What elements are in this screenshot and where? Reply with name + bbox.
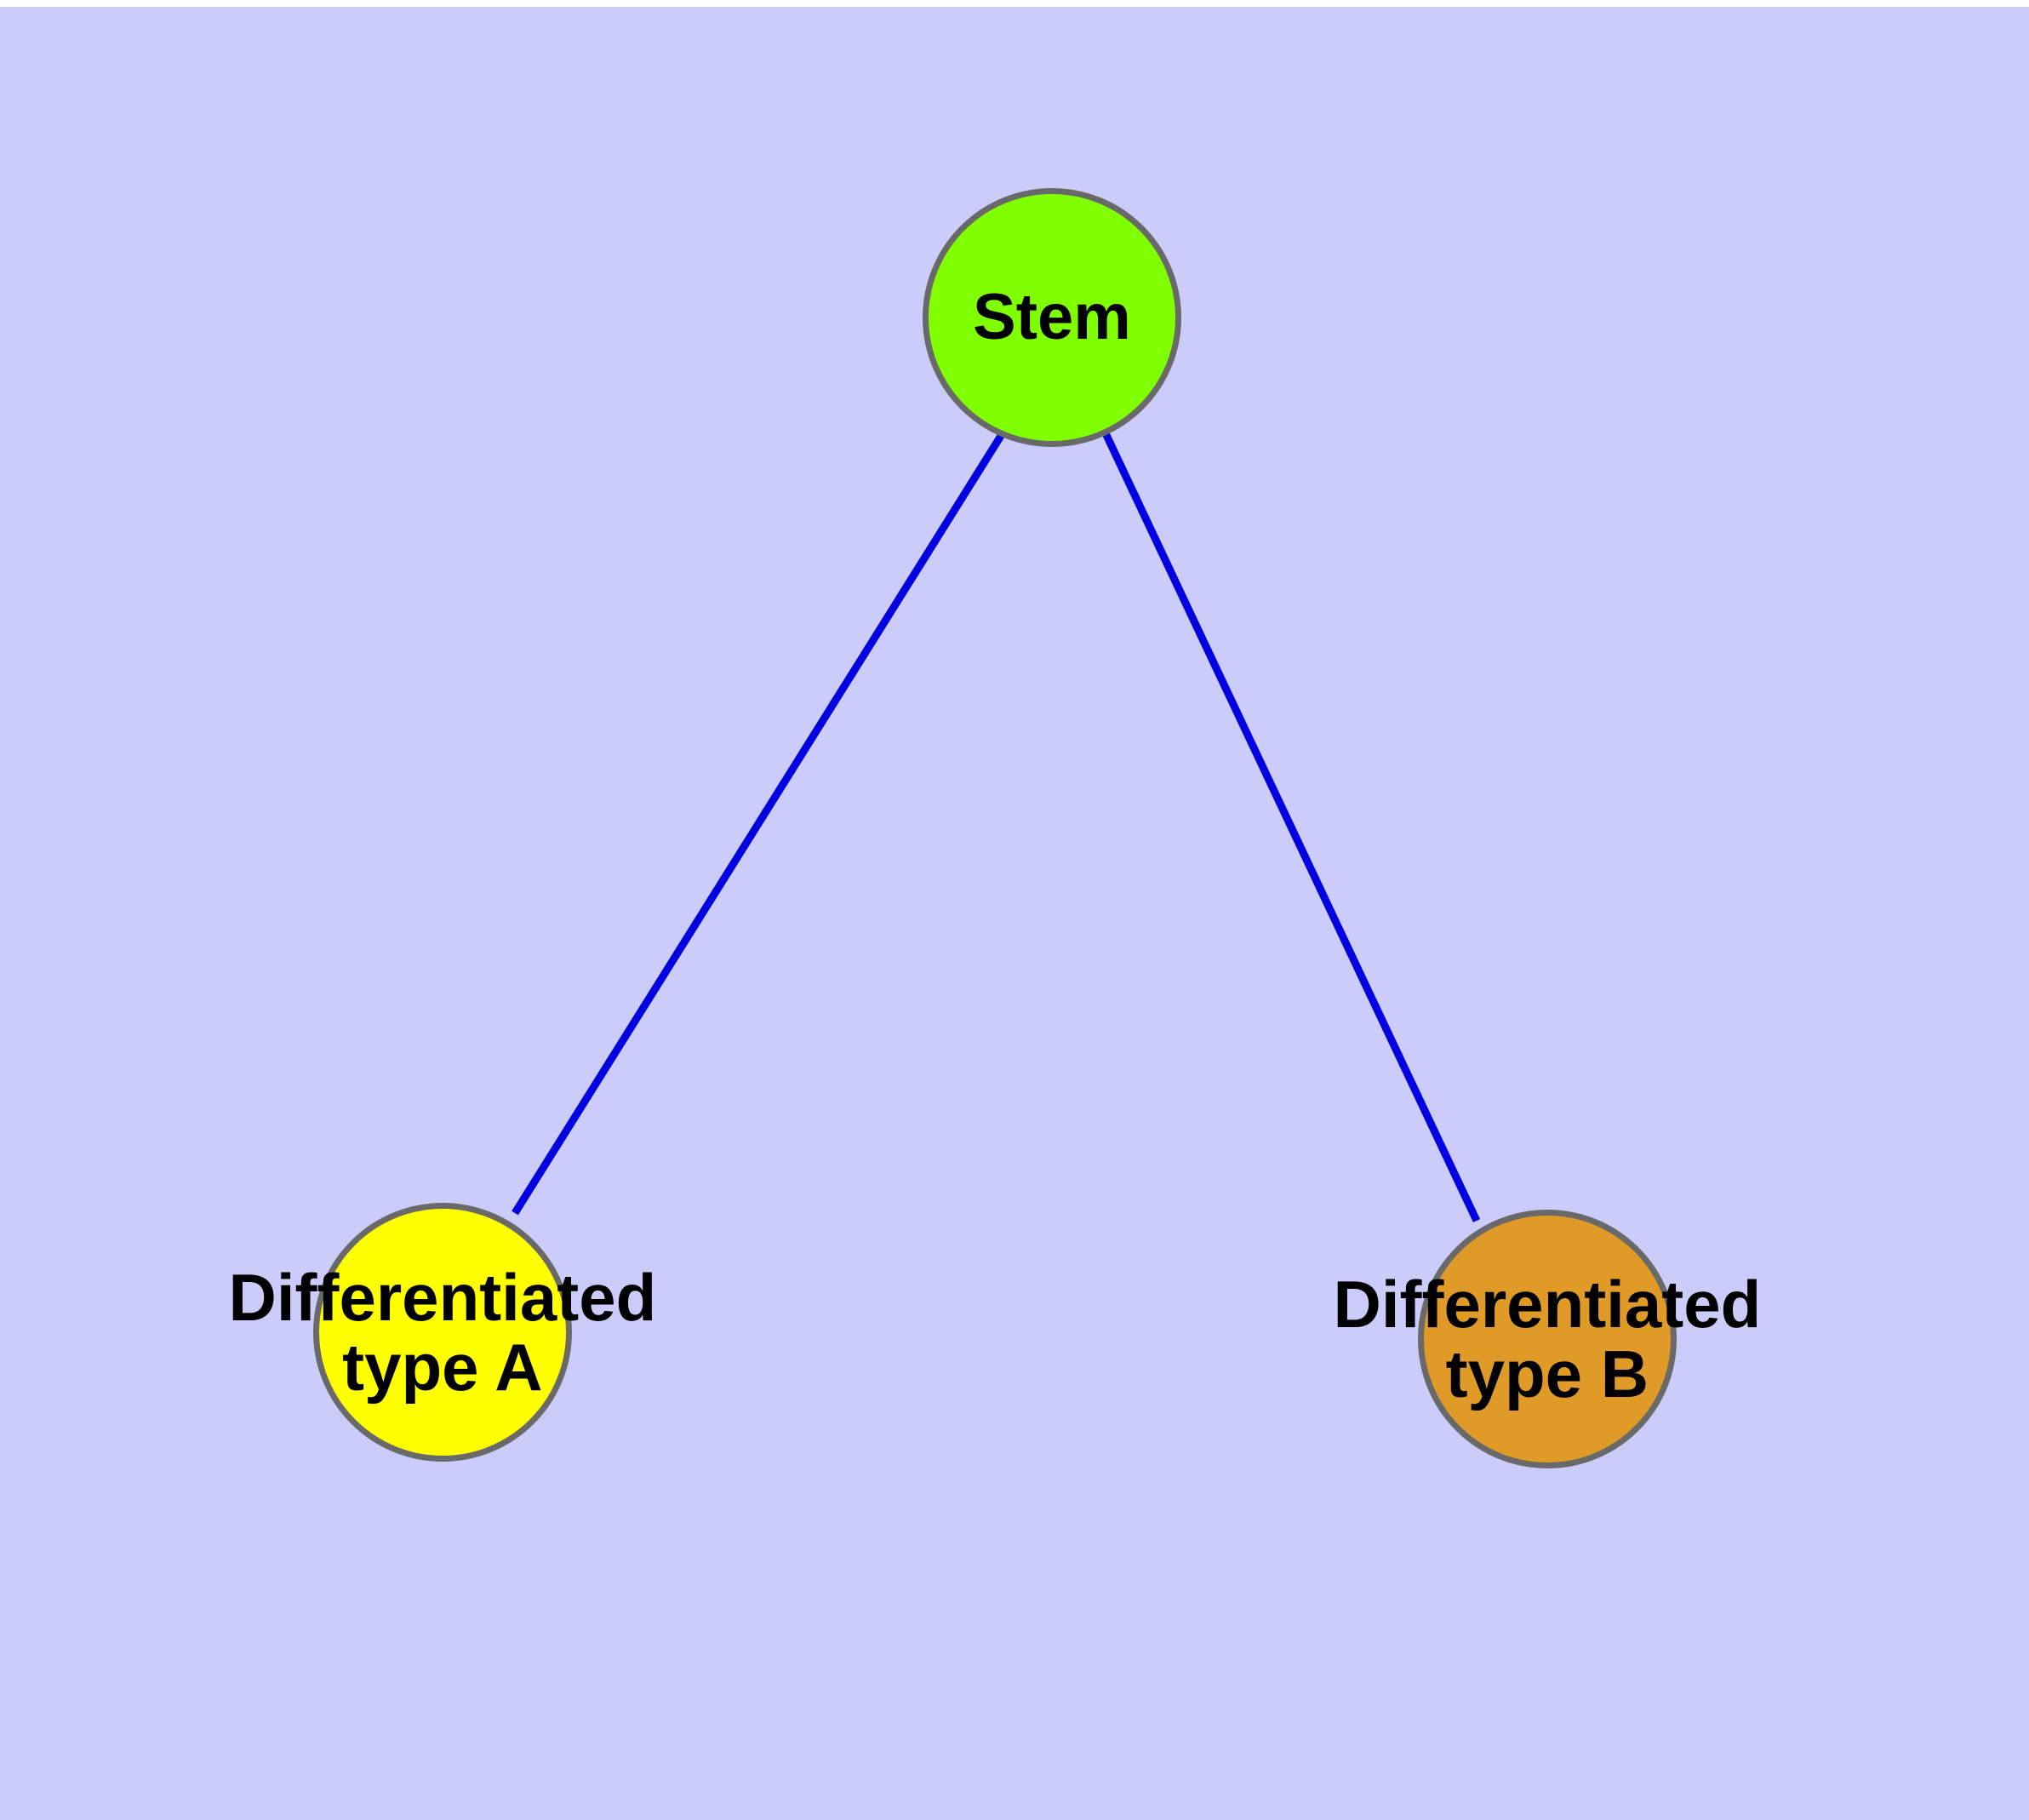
edges-layer <box>512 432 1481 1222</box>
graph-node-stem[interactable] <box>923 188 1181 447</box>
graph-edge-stem-to-type-b[interactable] <box>1101 432 1481 1222</box>
graph-node-diff-type-b[interactable] <box>1418 1210 1677 1468</box>
graph-node-diff-type-a[interactable] <box>313 1203 572 1462</box>
graph-edge-stem-to-type-a[interactable] <box>512 433 1004 1216</box>
nodes-layer <box>313 188 1677 1468</box>
